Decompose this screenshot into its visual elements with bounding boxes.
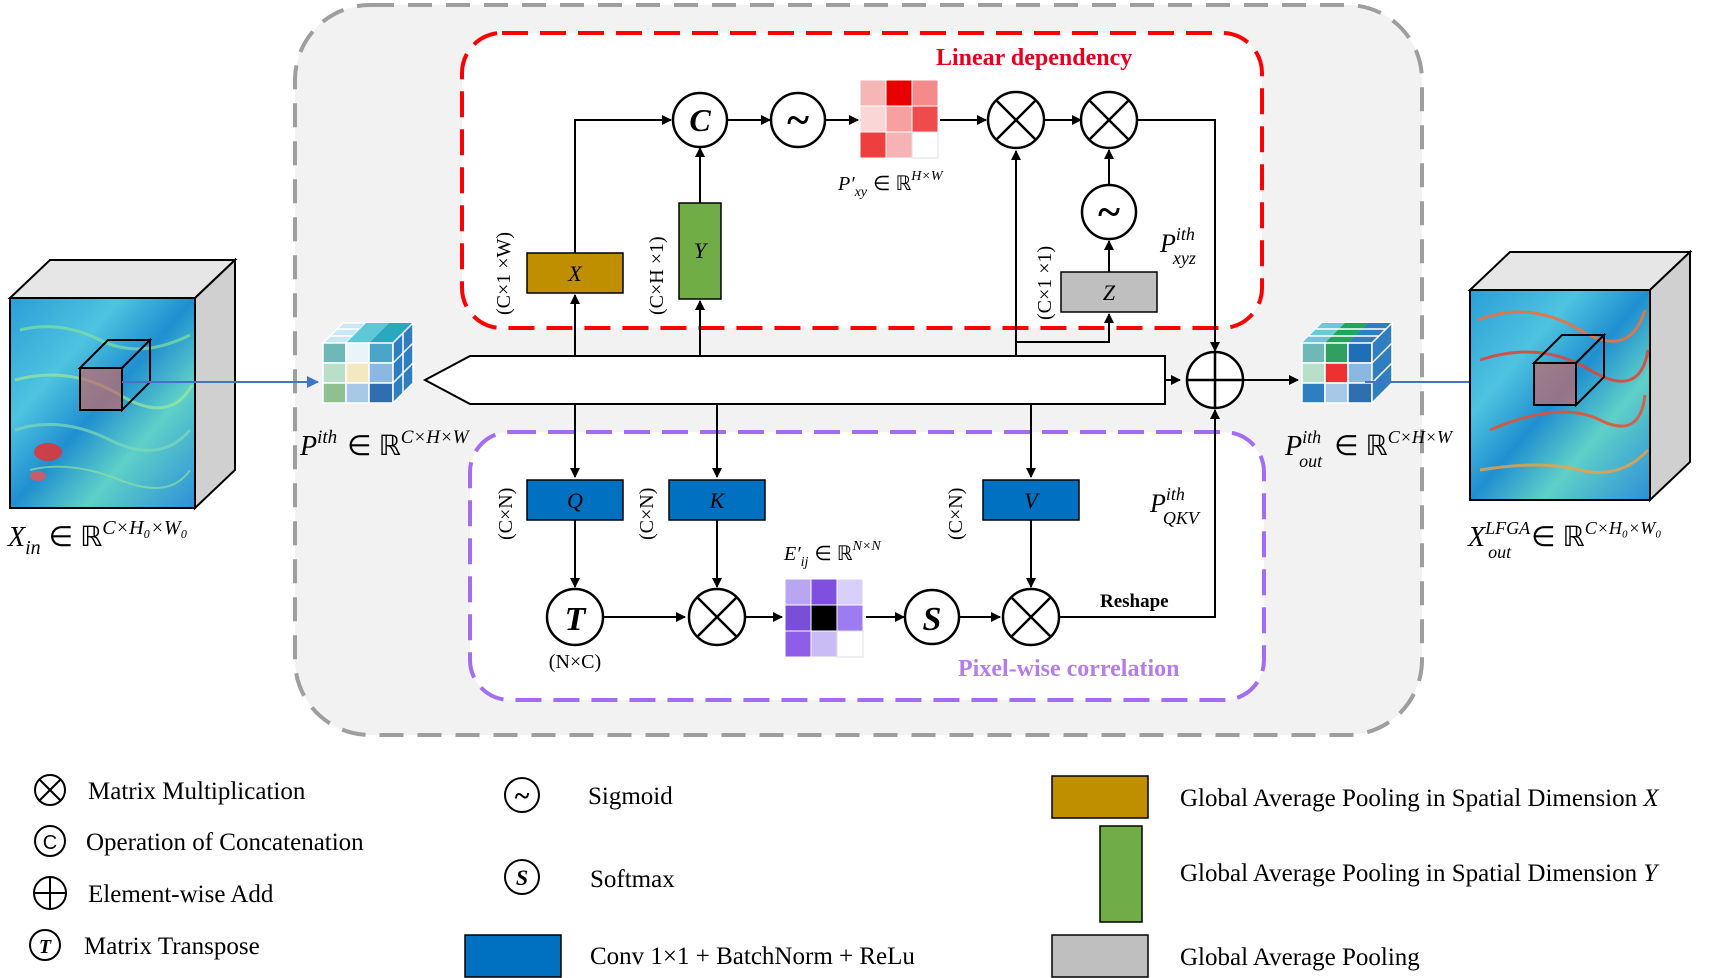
legend-gap-y-text: Global Average Pooling in Spatial Dimens… [1180,860,1660,887]
x-in-label: Xin∈ ℝC×H₀×W₀ [7,517,188,559]
p-out-cube [1300,321,1394,405]
svg-text:C: C [43,832,57,854]
legend-conv-swatch [464,934,562,978]
matmul-op-1 [986,90,1046,150]
x-block-label: X [567,261,583,286]
svg-text:Xin∈ ℝC×H₀×W₀: Xin∈ ℝC×H₀×W₀ [7,517,188,559]
output-cube [1467,249,1693,503]
v-conv-block [982,479,1080,521]
sigmoid-op-1-label: ~ [787,98,809,144]
svg-text:P′xy∈ ℝH×W: P′xy∈ ℝH×W [837,169,944,200]
matmul2-to-add-arrow [1137,119,1220,352]
legend-concat-icon: C [34,825,66,857]
matmul-op-4 [1001,587,1061,647]
legend-gap-x-swatch [1051,775,1149,819]
element-add-op [1185,350,1245,410]
legend-softmax-icon: S [504,859,540,895]
legend-transpose-icon: T [29,929,61,961]
legend-matmul-icon [34,774,66,806]
p-ith-label: Pith∈ ℝC×H×W [299,427,471,462]
v-dim-label: (C×N) [945,488,967,540]
p-xy-label: P′xy∈ ℝH×W [837,169,944,200]
legend-transpose-text: Matrix Transpose [84,933,260,960]
svg-text:~: ~ [515,781,530,812]
z-block-label: Z [1103,280,1116,305]
sigmoid-op-2-label: ~ [1098,190,1120,236]
legend-concat-text: Operation of Concatenation [86,829,364,856]
svg-text:E′ij∈ ℝN×N: E′ij∈ ℝN×N [783,539,881,570]
q-dim-label: (C×N) [495,488,517,540]
legend-gap-x-text: Global Average Pooling in Spatial Dimens… [1180,785,1660,812]
reshape-label: Reshape [1100,591,1169,612]
svg-text:T: T [39,936,52,958]
legend-gap-text: Global Average Pooling [1180,944,1420,971]
k-block-label: K [709,488,726,513]
x-to-concat-arrow [574,115,672,253]
legend-gap-swatch [1051,934,1149,978]
linear-dependency-box [460,31,1264,330]
q-conv-block [526,479,624,521]
y-block-label: Y [694,238,709,263]
legend: Matrix Multiplication C Operation of Con… [29,774,1660,978]
softmax-op-label: S [923,601,942,638]
legend-add-text: Element-wise Add [88,881,274,908]
flow-to-z-arrow [1016,313,1114,343]
legend-gap-y-swatch [1099,825,1143,923]
z-dim-label: (C×1 ×1) [1034,246,1056,320]
x-dim-label: (C×1 ×W) [493,232,515,315]
linear-dependency-title: Linear dependency [936,45,1132,71]
transpose-op-label: T [565,601,587,638]
p-xy-heatmap [859,79,939,159]
matmul-op-2 [1079,90,1139,150]
concat-op-label: C [689,102,711,138]
matmul-op-3 [687,587,747,647]
q-block-label: Q [567,488,583,513]
z-pool-block [1060,271,1158,313]
svg-text:S: S [516,865,528,890]
legend-conv-text: Conv 1×1 + BatchNorm + ReLu [590,943,915,970]
t-dim-label: (N×C) [549,651,601,673]
y-dim-label: (C×H ×1) [646,236,668,315]
e-ij-heatmap [784,578,864,658]
k-dim-label: (C×N) [636,488,658,540]
legend-sigmoid-icon: ~ [504,777,540,813]
legend-softmax-text: Softmax [590,866,675,893]
matmul4-to-add-arrow [1059,409,1220,618]
pixel-correlation-title: Pixel-wise correlation [958,656,1179,682]
main-flow-wedge [422,355,1166,405]
svg-text:Pith∈ ℝC×H×W: Pith∈ ℝC×H×W [299,427,471,462]
v-block-label: V [1024,488,1040,513]
p-ith-cube [321,321,415,405]
e-ij-label: E′ij∈ ℝN×N [783,539,881,570]
legend-add-icon [33,876,67,910]
input-cube [7,257,238,511]
legend-matmul-text: Matrix Multiplication [88,778,306,805]
legend-sigmoid-text: Sigmoid [588,783,673,810]
k-conv-block [668,479,766,521]
